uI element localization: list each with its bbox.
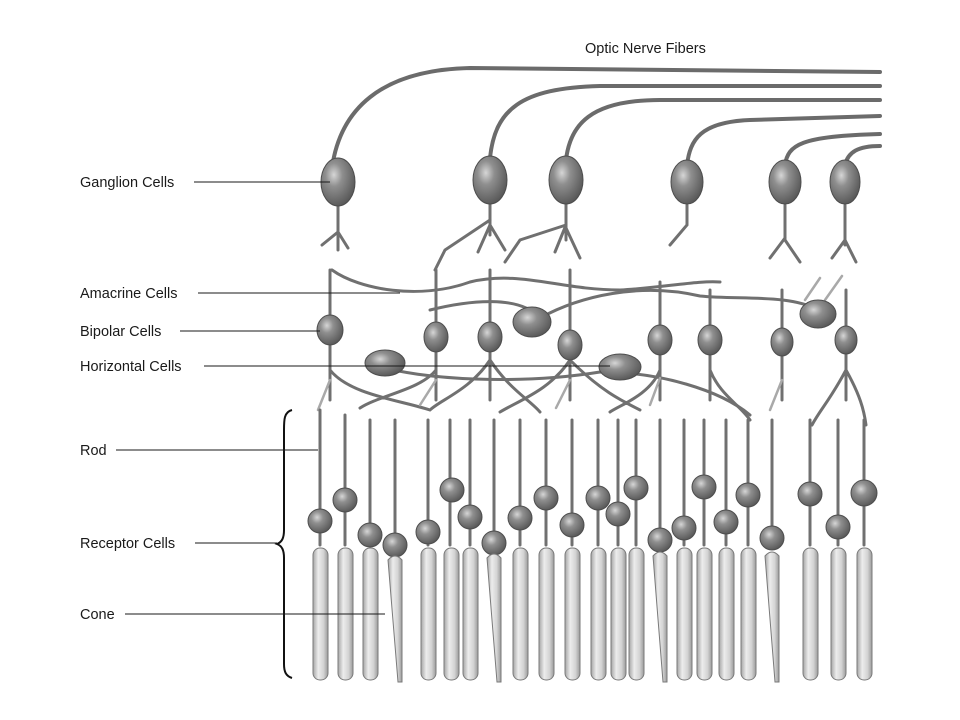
amacrine-cells (512, 299, 837, 338)
cone-outer-segments (387, 551, 780, 683)
optic-nerve-fibers (330, 65, 882, 170)
receptor-cell-bodies (307, 474, 878, 558)
label-cone: Cone (80, 607, 115, 623)
receptor-bracket (274, 409, 293, 679)
amacrine-processes (330, 268, 844, 320)
label-ganglion-cells: Ganglion Cells (80, 175, 174, 191)
horizontal-cells (364, 349, 642, 381)
leader-lines (116, 181, 610, 615)
rod-outer-segments (312, 547, 873, 681)
label-rod: Rod (80, 443, 107, 459)
labels: Optic Nerve Fibers Ganglion Cells Amacri… (80, 41, 706, 623)
ganglion-cells (320, 155, 861, 207)
receptor-stalks (318, 408, 866, 547)
label-receptor-cells: Receptor Cells (80, 536, 175, 552)
label-optic-nerve-fibers: Optic Nerve Fibers (585, 41, 706, 57)
label-amacrine-cells: Amacrine Cells (80, 286, 178, 302)
label-horizontal-cells: Horizontal Cells (80, 359, 182, 375)
ganglion-dendrites (320, 193, 858, 272)
bipolar-cells (316, 314, 858, 361)
label-bipolar-cells: Bipolar Cells (80, 324, 161, 340)
